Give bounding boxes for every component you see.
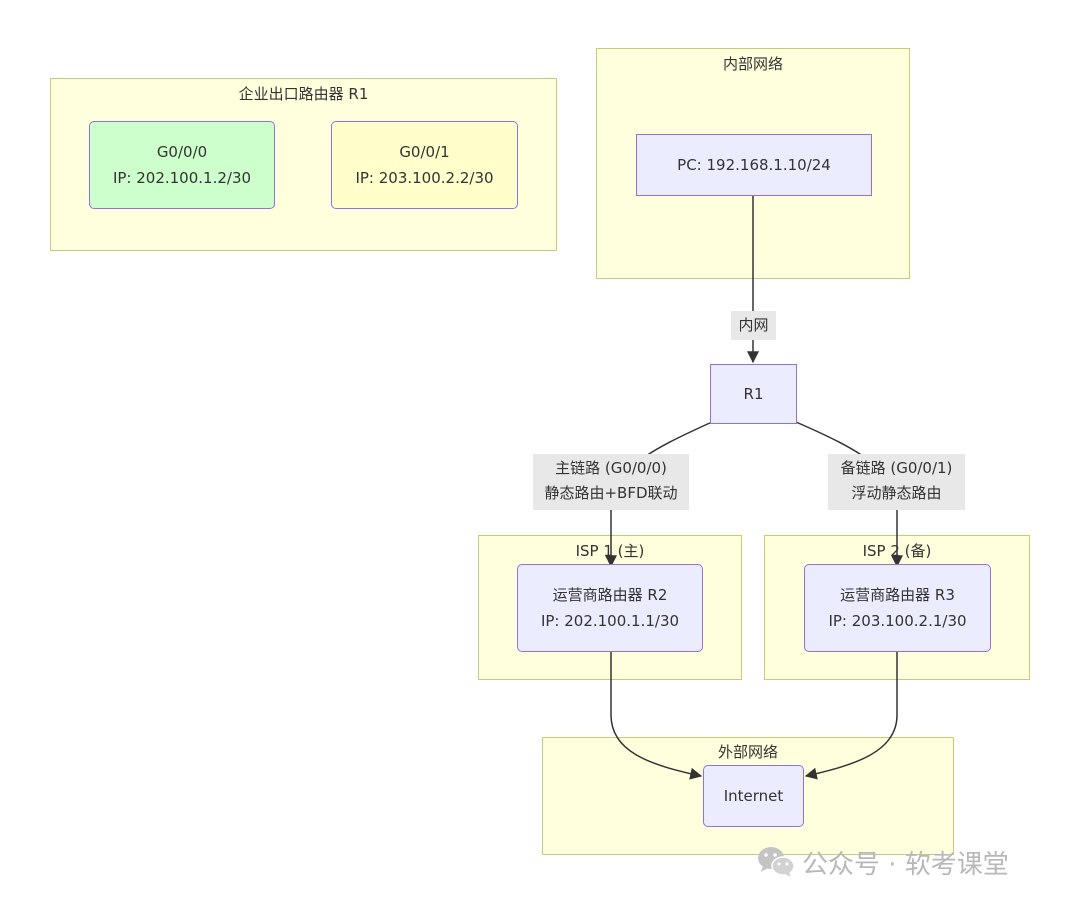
- node-r2: 运营商路由器 R2 IP: 202.100.1.1/30: [517, 564, 703, 652]
- edge-label-text: 内网: [738, 316, 769, 334]
- edge-label-line1: 备链路 (G0/0/1): [840, 459, 953, 477]
- node-g001-interface: G0/0/1 IP: 203.100.2.2/30: [331, 121, 518, 209]
- node-ip: IP: 202.100.1.1/30: [540, 612, 680, 630]
- node-r1: R1: [710, 364, 797, 424]
- edge-r3-to-internet: [804, 652, 898, 780]
- watermark: 公众号 · 软考课堂: [756, 840, 1009, 884]
- node-ip: IP: 203.100.2.2/30: [355, 169, 494, 187]
- wechat-icon: [758, 847, 795, 877]
- edge-label-line2: 浮动静态路由: [851, 484, 942, 502]
- node-ip: IP: 202.100.1.2/30: [112, 169, 252, 187]
- cluster-title: 外部网络: [717, 743, 778, 761]
- edge-label-line1: 主链路 (G0/0/0): [555, 459, 667, 477]
- node-pc: PC: 192.168.1.10/24: [636, 134, 872, 196]
- node-internet: Internet: [703, 765, 804, 827]
- cluster-title: 企业出口路由器 R1: [238, 85, 369, 103]
- watermark-text: 公众号 · 软考课堂: [802, 849, 1009, 880]
- node-r3: 运营商路由器 R3 IP: 203.100.2.1/30: [804, 564, 991, 652]
- node-label: R1: [743, 385, 764, 403]
- edge-label-backup-link: 备链路 (G0/0/1) 浮动静态路由: [828, 454, 965, 510]
- cluster-title: ISP 1 (主): [575, 542, 645, 560]
- node-label: G0/0/0: [156, 143, 208, 161]
- node-label: PC: 192.168.1.10/24: [677, 156, 831, 174]
- node-label: 运营商路由器 R3: [840, 586, 955, 604]
- edge-label-primary-link: 主链路 (G0/0/0) 静态路由+BFD联动: [533, 454, 689, 510]
- node-label: Internet: [723, 787, 784, 805]
- node-ip: IP: 203.100.2.1/30: [828, 612, 967, 630]
- node-g000-interface: G0/0/0 IP: 202.100.1.2/30: [89, 121, 275, 209]
- edge-r2-to-internet: [610, 652, 703, 780]
- edge-label-internal: 内网: [731, 311, 776, 340]
- cluster-title: 内部网络: [722, 55, 783, 73]
- edge-label-line2: 静态路由+BFD联动: [544, 484, 678, 502]
- node-label: 运营商路由器 R2: [552, 586, 668, 604]
- node-label: G0/0/1: [399, 143, 450, 161]
